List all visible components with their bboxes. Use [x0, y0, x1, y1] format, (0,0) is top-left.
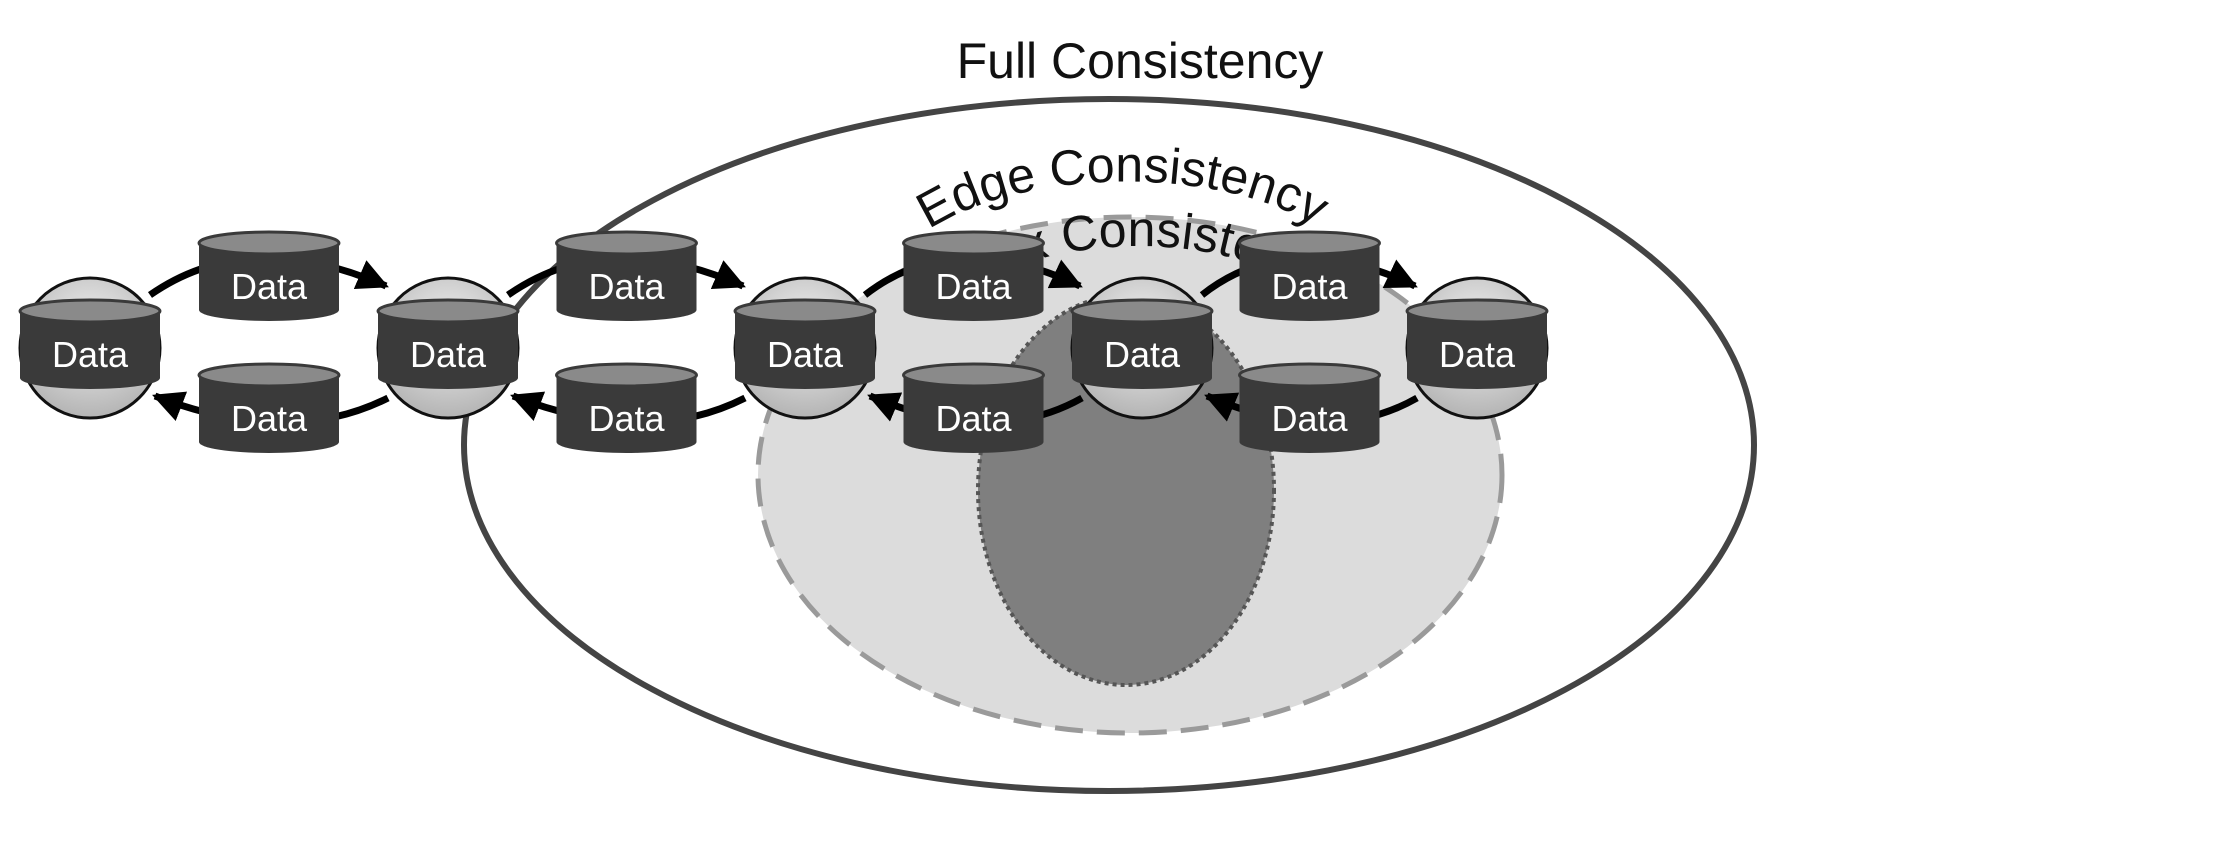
vertex-data-cylinder: Data: [1070, 298, 1214, 389]
edge-data-cylinder: Data: [902, 230, 1045, 322]
vertex-data-cylinder-top: [18, 298, 162, 324]
edge-data-cylinder-label: Data: [1271, 266, 1348, 307]
vertex-data-cylinder-top: [1405, 298, 1549, 324]
vertex-data-cylinder-body: [1072, 311, 1212, 389]
edge-forward: Data: [148, 230, 389, 321]
edge-data-cylinder: Data: [197, 230, 341, 321]
edge-data-cylinder: Data: [1238, 230, 1381, 322]
edge-data-cylinder: Data: [902, 362, 1045, 454]
vertex-data-cylinder-label: Data: [52, 334, 129, 375]
edge-data-cylinder-top: [902, 230, 1045, 256]
edge-data-cylinder-label: Data: [231, 398, 308, 439]
edge-data-cylinder-body: [199, 375, 339, 453]
edge-data-cylinder-label: Data: [1271, 398, 1348, 439]
vertex-data-cylinder-body: [1407, 311, 1547, 389]
vertex-data-cylinder-body: [735, 311, 875, 389]
edge-backward: Data: [1204, 362, 1419, 454]
vertex-node: Data: [1405, 276, 1549, 420]
vertex-node: Data: [733, 276, 877, 420]
vertex-data-cylinder-body: [378, 311, 518, 389]
full-consistency-label: Full Consistency: [957, 33, 1324, 89]
vertex-data-cylinder: Data: [733, 298, 877, 389]
edge-data-cylinder: Data: [197, 362, 341, 453]
vertex-data-cylinder-label: Data: [1439, 334, 1516, 375]
edge-data-cylinder-label: Data: [231, 266, 308, 307]
edge-data-cylinder-body: [199, 243, 339, 321]
edge-backward: Data: [152, 362, 390, 453]
vertex-node: Data: [18, 276, 162, 420]
vertex-data-cylinder-label: Data: [410, 334, 487, 375]
vertex-data-cylinder: Data: [1405, 298, 1549, 389]
vertex-data-cylinder-top: [1070, 298, 1214, 324]
vertex-data-cylinder: Data: [376, 298, 520, 389]
vertex-node: Data: [376, 276, 520, 420]
edge-data-cylinder-top: [1238, 362, 1381, 388]
edge-data-cylinder-label: Data: [588, 398, 665, 439]
vertex-node: Data: [1070, 276, 1214, 420]
edge-data-cylinder-top: [555, 230, 698, 256]
edge-data-cylinder-body: [556, 243, 697, 322]
edge-data-cylinder-label: Data: [935, 266, 1012, 307]
edge-data-cylinder-top: [1238, 230, 1381, 256]
vertices-layer: Data Data Data Data Data: [18, 276, 1549, 420]
vertex-data-cylinder-body: [20, 311, 160, 389]
edge-data-cylinder-body: [1239, 375, 1380, 454]
edge-data-cylinder-top: [197, 230, 341, 256]
edge-backward: Data: [510, 362, 747, 454]
edge-data-cylinder-body: [903, 375, 1044, 454]
vertex-data-cylinder-top: [733, 298, 877, 324]
vertex-data-cylinder-label: Data: [767, 334, 844, 375]
edge-backward: Data: [867, 362, 1084, 454]
vertex-data-cylinder: Data: [18, 298, 162, 389]
vertex-data-cylinder-top: [376, 298, 520, 324]
edge-data-cylinder-body: [1239, 243, 1380, 322]
edge-data-cylinder-label: Data: [588, 266, 665, 307]
edge-data-cylinder-label: Data: [935, 398, 1012, 439]
edge-data-cylinder-top: [902, 362, 1045, 388]
vertex-data-cylinder-label: Data: [1104, 334, 1181, 375]
edge-data-cylinder-body: [556, 375, 697, 454]
edge-forward: Data: [862, 230, 1083, 322]
edge-data-cylinder: Data: [555, 362, 698, 454]
edge-data-cylinder-top: [555, 362, 698, 388]
edge-data-cylinder-top: [197, 362, 341, 388]
edge-data-cylinder-body: [903, 243, 1044, 322]
edge-forward: Data: [1199, 230, 1418, 322]
edge-data-cylinder: Data: [1238, 362, 1381, 454]
edge-forward: Data: [505, 230, 746, 322]
edge-data-cylinder: Data: [555, 230, 698, 322]
